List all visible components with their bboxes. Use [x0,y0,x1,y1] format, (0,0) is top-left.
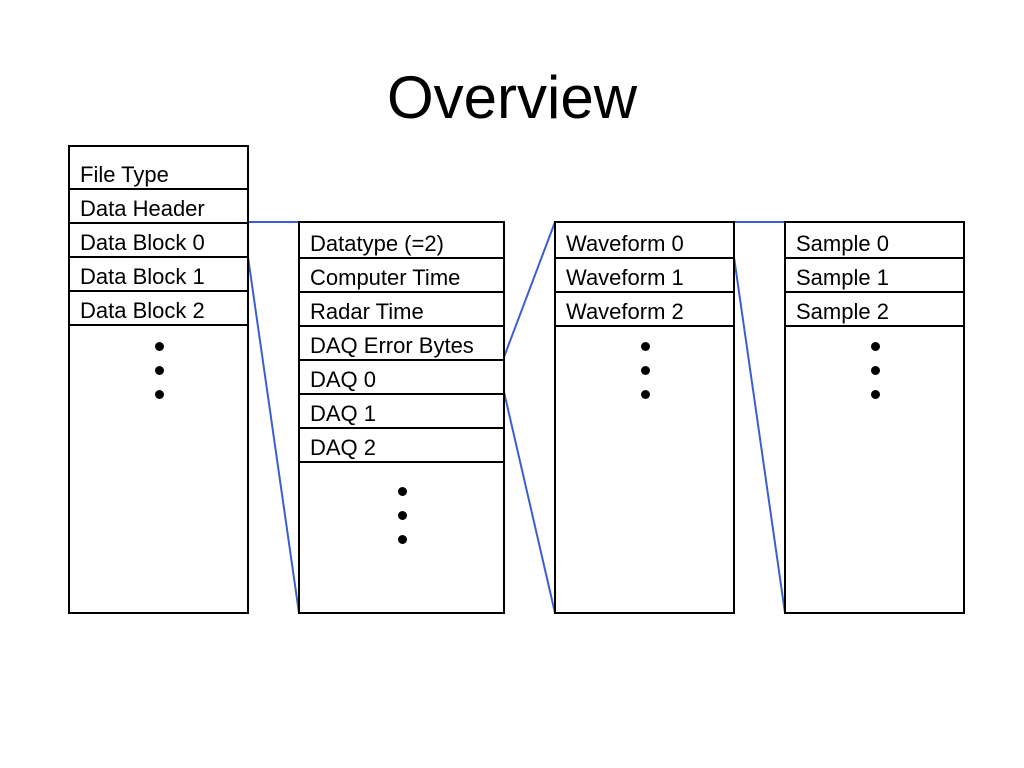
daq-box: Waveform 0 Waveform 1 Waveform 2 [554,221,735,614]
cell-sample-2: Sample 2 [786,291,963,327]
cell-daq-0: DAQ 0 [300,359,503,395]
connector-block-daq-bottom [503,391,556,614]
connector-daq-waveform-bottom [733,256,786,614]
cell-waveform-0: Waveform 0 [556,223,733,259]
cell-data-block-1: Data Block 1 [70,256,247,292]
slide-title: Overview [386,64,638,131]
waveform-box: Sample 0 Sample 1 Sample 2 [784,221,965,614]
cell-waveform-2: Waveform 2 [556,291,733,327]
data-block-box: Datatype (=2) Computer Time Radar Time D… [298,221,505,614]
cell-sample-1: Sample 1 [786,257,963,293]
cell-daq-2: DAQ 2 [300,427,503,463]
cell-file-type: File Type [70,147,247,190]
cell-daq-error-bytes: DAQ Error Bytes [300,325,503,361]
connector-block-daq-top [503,221,556,358]
cell-sample-0: Sample 0 [786,223,963,259]
cell-data-header: Data Header [70,188,247,224]
cell-daq-1: DAQ 1 [300,393,503,429]
connector-file-block-bottom [247,256,300,614]
cell-datatype: Datatype (=2) [300,223,503,259]
cell-computer-time: Computer Time [300,257,503,293]
cell-radar-time: Radar Time [300,291,503,327]
cell-data-block-2: Data Block 2 [70,290,247,326]
cell-waveform-1: Waveform 1 [556,257,733,293]
cell-data-block-0: Data Block 0 [70,222,247,258]
file-structure-box: File Type Data Header Data Block 0 Data … [68,145,249,614]
